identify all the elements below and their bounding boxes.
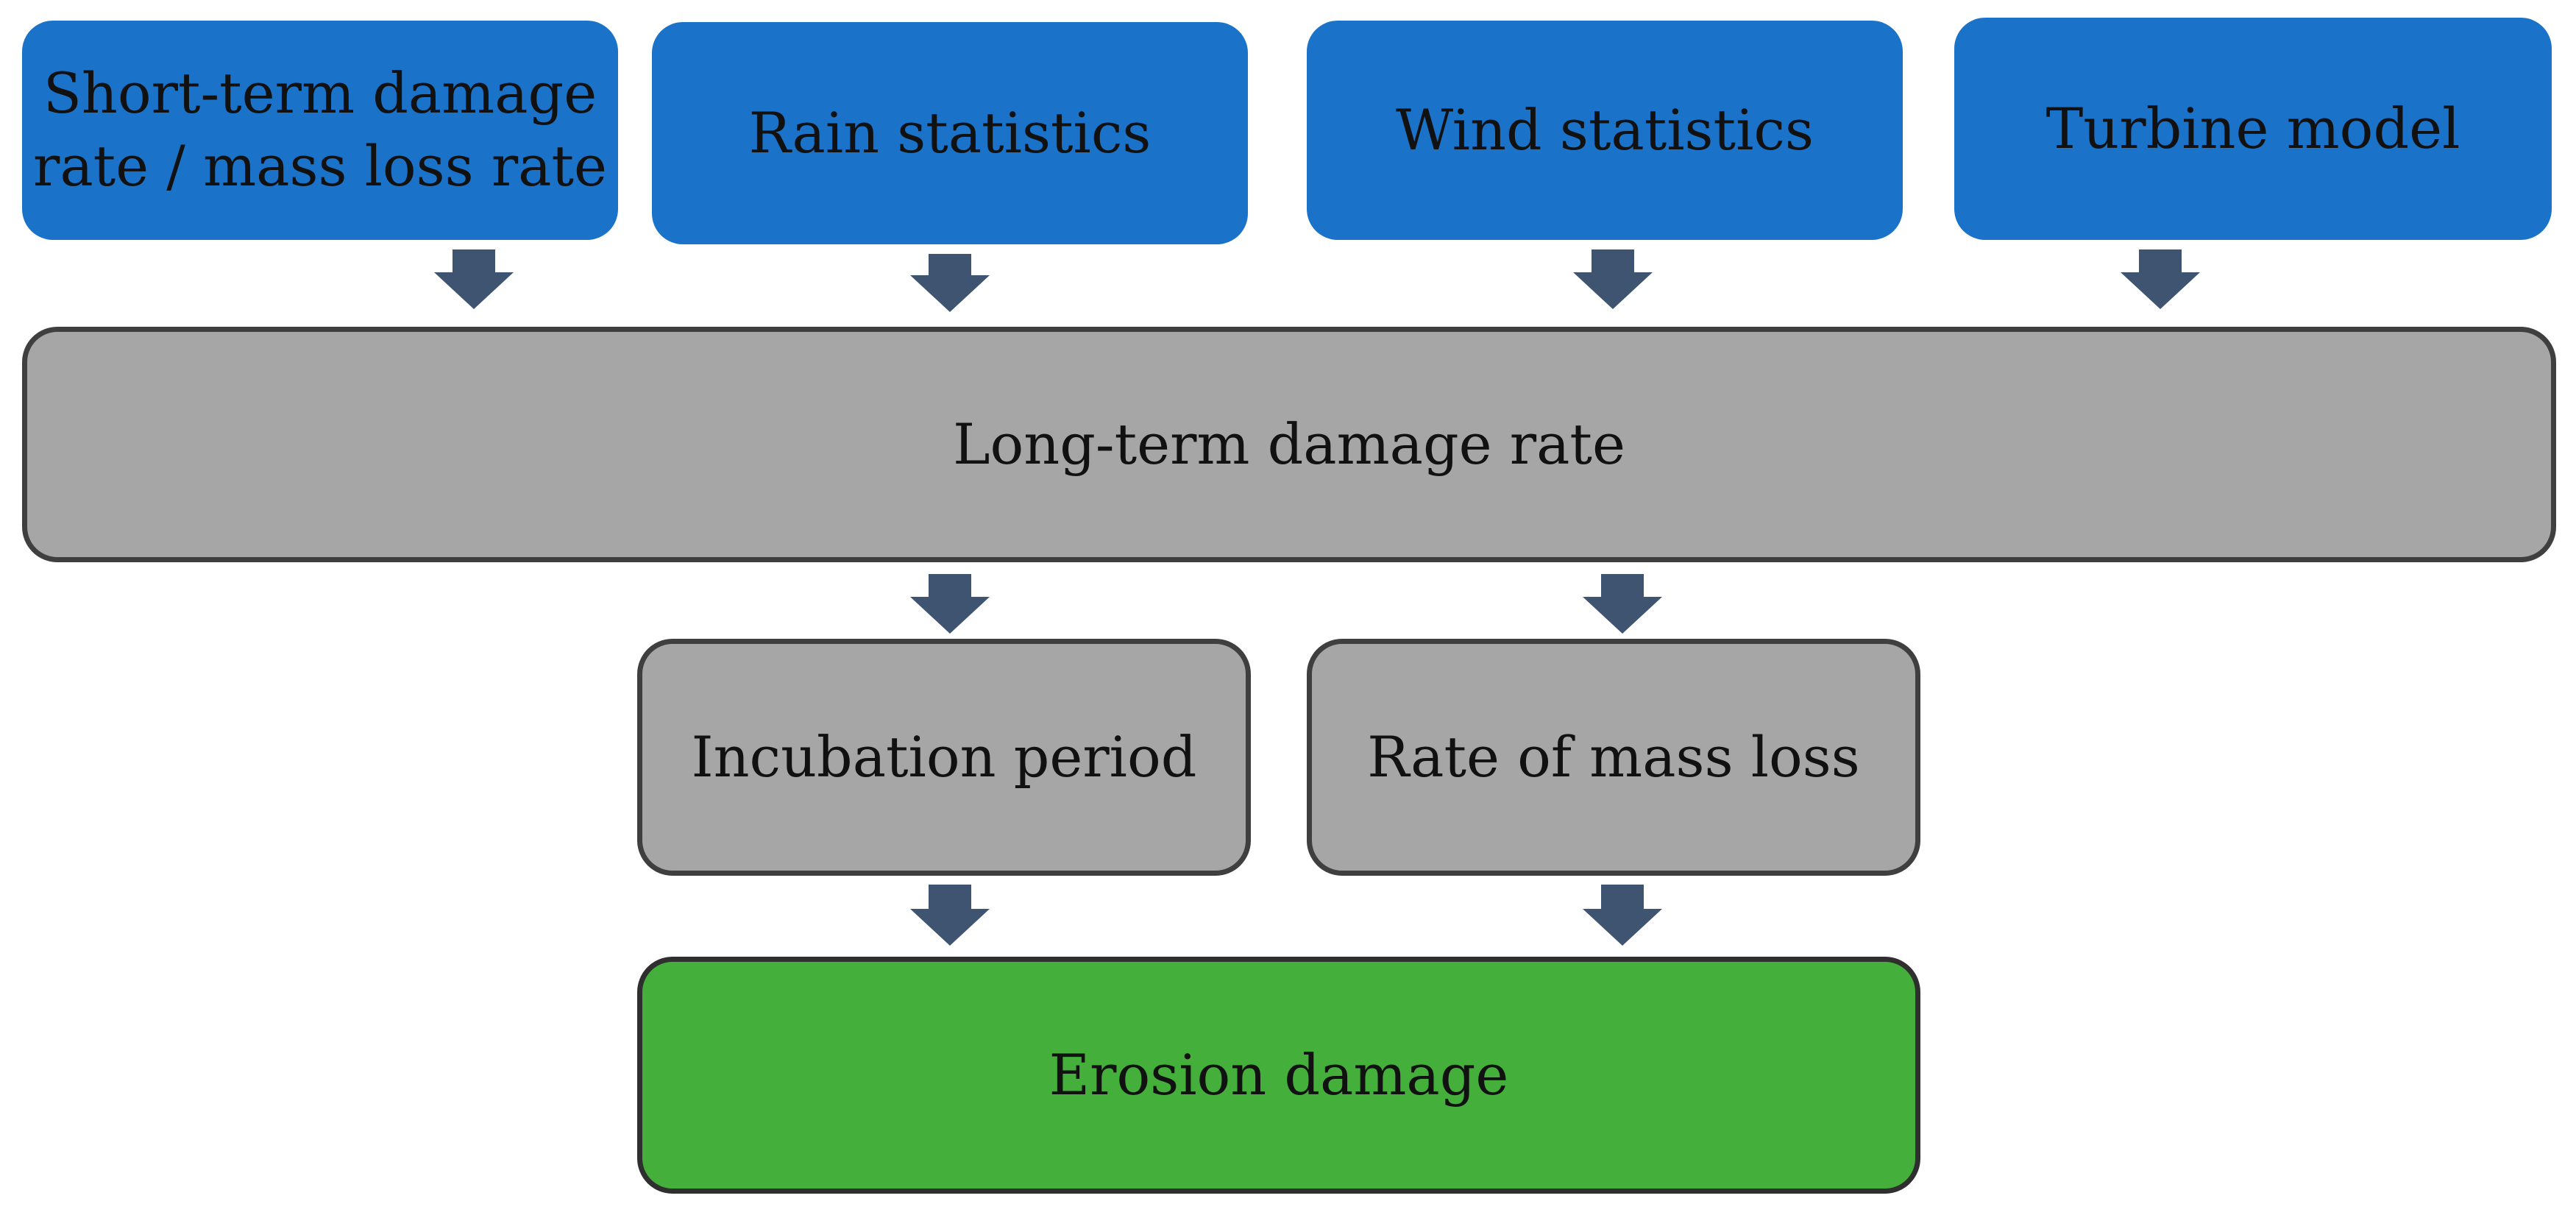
arrow-mass-loss-to-erosion <box>1583 885 1662 946</box>
incubation-period-label: Incubation period <box>691 723 1197 790</box>
incubation-period-box: Incubation period <box>637 639 1251 876</box>
rain-statistics-box: Rain statistics <box>652 22 1248 244</box>
wind-statistics-box: Wind statistics <box>1307 21 1903 240</box>
rain-statistics-label: Rain statistics <box>748 99 1152 166</box>
turbine-model-label: Turbine model <box>2045 95 2460 161</box>
long-term-damage-label: Long-term damage rate <box>953 411 1625 477</box>
arrow-wind-to-long-term <box>1573 249 1653 309</box>
turbine-model-box: Turbine model <box>1954 18 2552 240</box>
arrow-long-term-to-incubation <box>910 574 990 634</box>
mass-loss-rate-label: Rate of mass loss <box>1367 723 1860 790</box>
arrow-short-term-to-long-term <box>434 249 514 309</box>
arrow-incubation-to-erosion <box>910 885 990 946</box>
arrow-turbine-to-long-term <box>2121 249 2200 309</box>
erosion-damage-box: Erosion damage <box>637 957 1920 1194</box>
long-term-damage-box: Long-term damage rate <box>22 327 2556 562</box>
erosion-damage-label: Erosion damage <box>1049 1041 1509 1108</box>
short-term-damage-label: Short-term damage rate / mass loss rate <box>32 60 607 199</box>
mass-loss-rate-box: Rate of mass loss <box>1307 639 1920 876</box>
arrow-rain-to-long-term <box>910 254 990 312</box>
arrow-long-term-to-mass-loss <box>1583 574 1662 634</box>
wind-statistics-label: Wind statistics <box>1396 96 1814 163</box>
short-term-damage-box: Short-term damage rate / mass loss rate <box>22 21 618 240</box>
